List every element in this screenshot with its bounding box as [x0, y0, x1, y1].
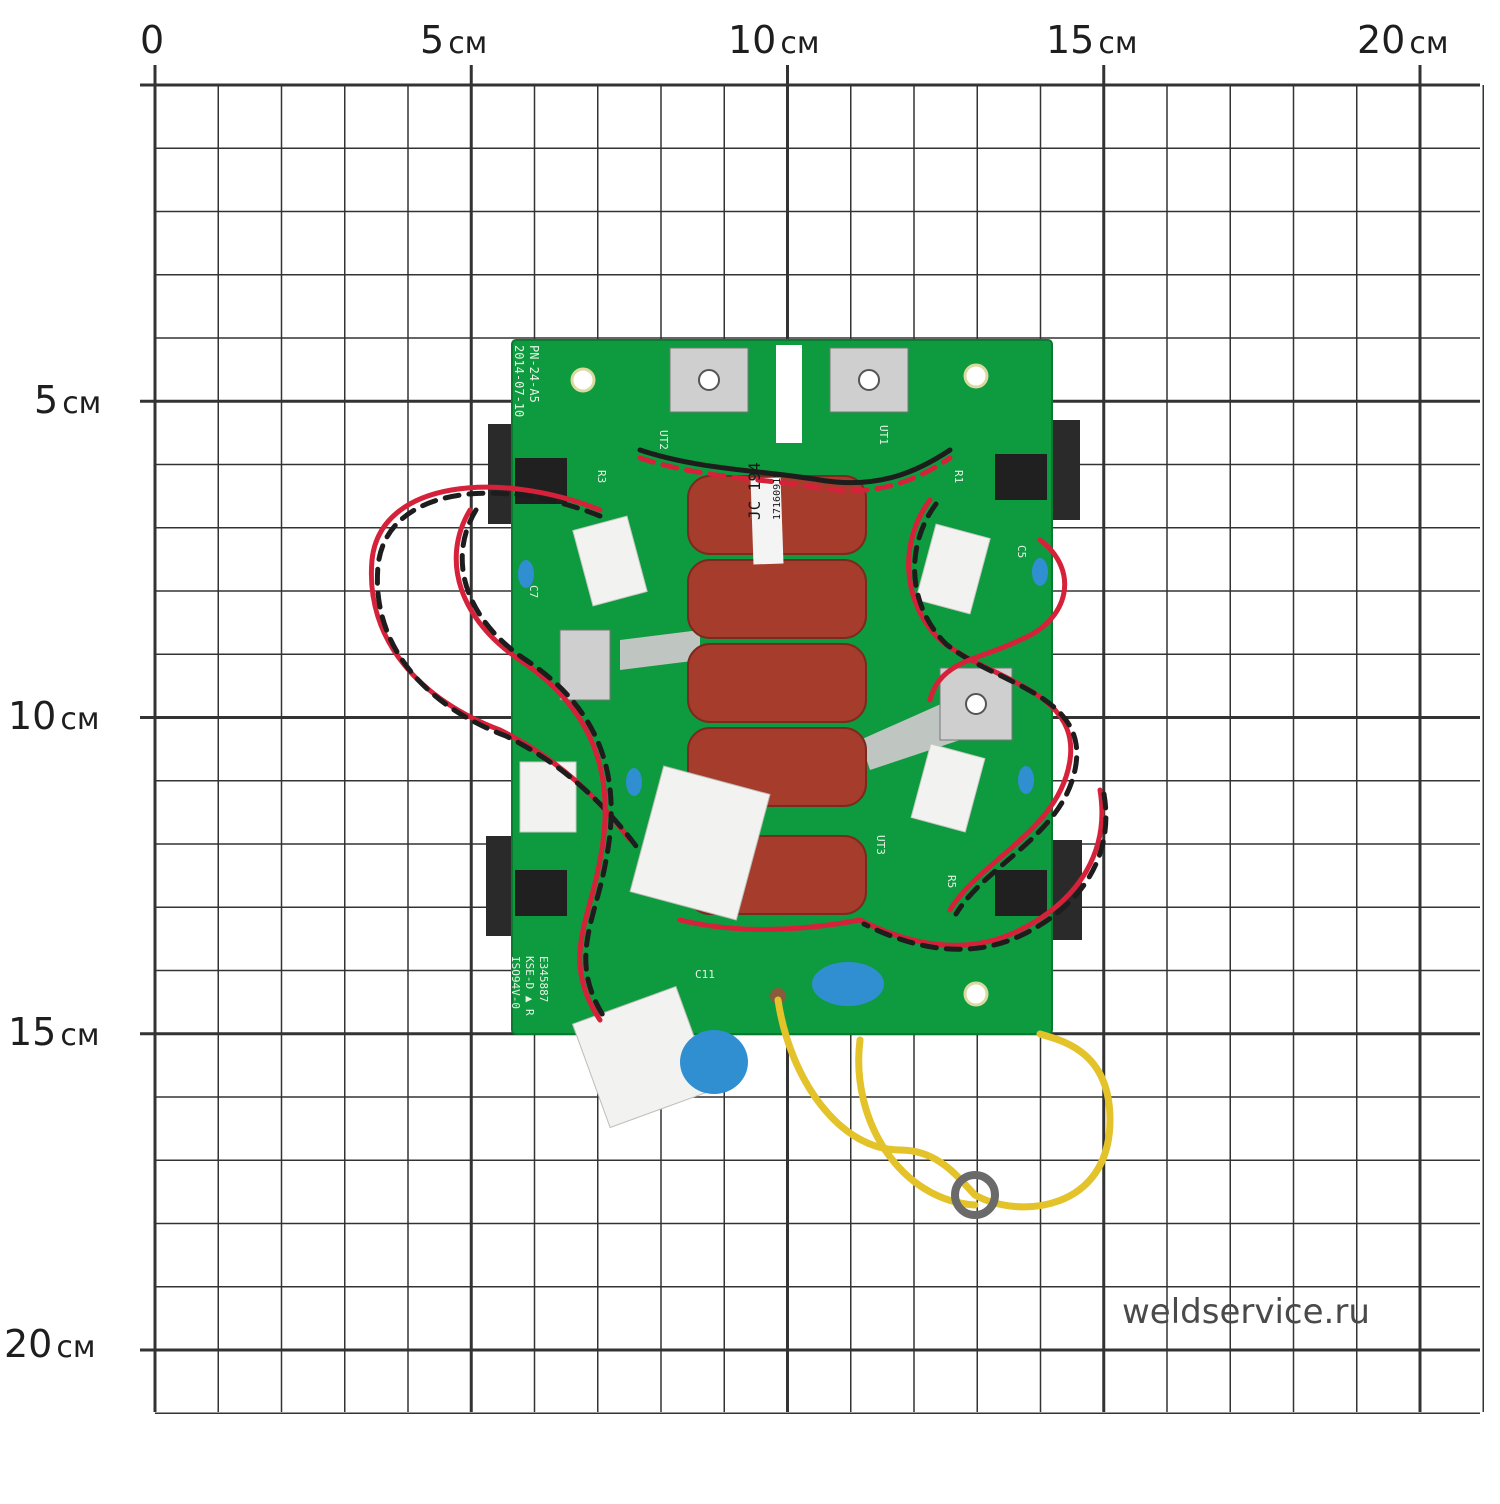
- capacitor-marking: 17160918: [772, 472, 783, 520]
- twisted-wires: [368, 447, 1114, 1219]
- ruler-unit: см: [62, 386, 102, 421]
- silkscreen-text: KSE-D ▲ R: [523, 956, 536, 1016]
- ruler-number: 0: [140, 18, 165, 62]
- ruler-number: 20: [1357, 18, 1406, 62]
- ruler-number: 15: [8, 1010, 57, 1054]
- ruler-unit: см: [1409, 26, 1449, 61]
- ruler-unit: см: [448, 26, 488, 61]
- refdes-label: C11: [695, 968, 715, 981]
- refdes-label: R5: [945, 875, 958, 888]
- ruler-unit: см: [780, 26, 820, 61]
- silkscreen-text: 2014-07-10: [512, 345, 526, 417]
- refdes-label: C5: [1015, 545, 1028, 558]
- ruler-unit: см: [56, 1330, 96, 1365]
- ruler-number: 10: [728, 18, 777, 62]
- refdes-label: UT2: [657, 430, 670, 450]
- silkscreen-text: E345887: [537, 956, 550, 1002]
- ruler-number: 20: [4, 1322, 53, 1366]
- ruler-unit: см: [1098, 26, 1138, 61]
- ruler-top-label: 0: [140, 18, 164, 62]
- ruler-unit: см: [60, 702, 100, 737]
- refdes-label: R1: [952, 470, 965, 483]
- ruler-number: 5: [420, 18, 445, 62]
- filter-board: [486, 339, 1082, 1129]
- film-capacitor: [687, 643, 867, 723]
- ruler-number: 5: [34, 378, 59, 422]
- silkscreen-text: ISO94V-0: [509, 956, 522, 1009]
- capacitor-marking: JC 194: [745, 462, 764, 520]
- ruler-number: 15: [1046, 18, 1095, 62]
- refdes-label: UT1: [877, 425, 890, 445]
- silkscreen-text: PN-24-A5: [527, 345, 541, 403]
- refdes-label: R3: [595, 470, 608, 483]
- refdes-label: UT3: [874, 835, 887, 855]
- refdes-label: C7: [527, 585, 540, 598]
- watermark-text: weldservice.ru: [1122, 1292, 1370, 1332]
- ruler-unit: см: [60, 1018, 100, 1053]
- ruler-number: 10: [8, 694, 57, 738]
- film-capacitor: [687, 559, 867, 639]
